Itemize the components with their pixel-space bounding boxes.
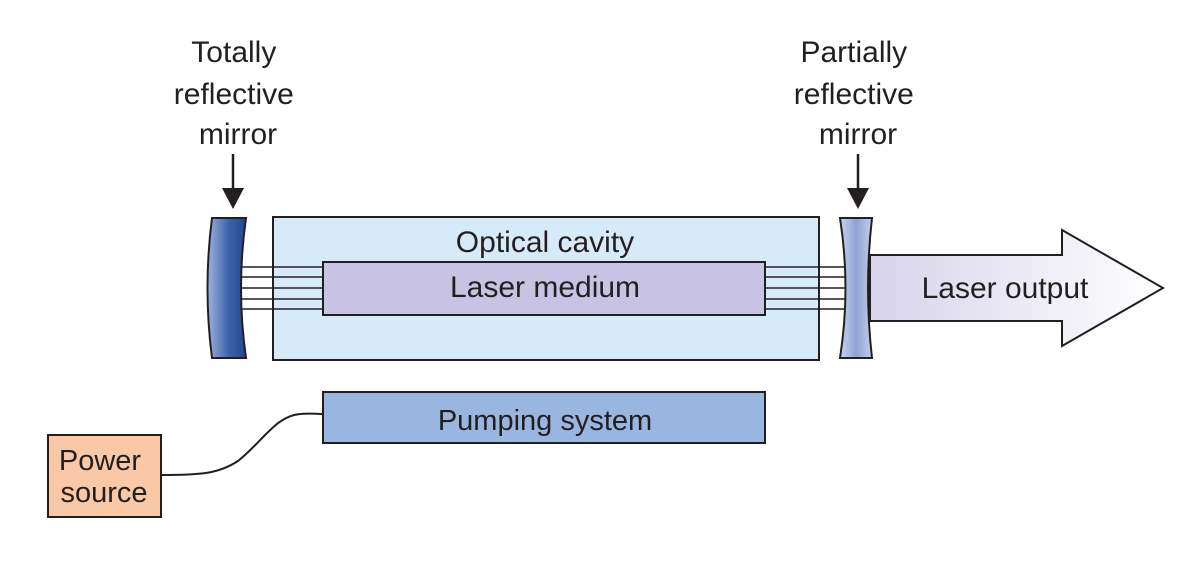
left-mirror-label-line-2: reflective: [174, 78, 294, 111]
laser-medium-box: [322, 261, 766, 316]
totally-reflective-mirror: [206, 217, 248, 359]
left-mirror-label-line-1: Totally: [191, 36, 276, 69]
laser-output-label: Laser output: [922, 272, 1089, 305]
left-mirror-pointer-arrow: [222, 154, 244, 209]
power-source-label-line-1: Power: [59, 445, 142, 477]
power-source-label-line-2: source: [60, 477, 147, 509]
power-source-label: Power source: [59, 445, 149, 509]
pumping-system-label: Pumping system: [438, 405, 652, 437]
power-source-box: [47, 434, 162, 518]
right-mirror-label-line-1: Partially: [800, 36, 907, 69]
right-mirror-label-line-2: reflective: [794, 78, 914, 111]
right-mirror-label: Partially reflective mirror: [794, 36, 922, 151]
left-mirror-label-line-3: mirror: [199, 118, 277, 151]
laser-output-arrow: [869, 228, 1166, 348]
partially-reflective-mirror: [838, 217, 874, 359]
right-mirror-label-line-3: mirror: [819, 118, 897, 151]
optical-cavity-label: Optical cavity: [456, 226, 634, 259]
left-mirror-label: Totally reflective mirror: [174, 36, 302, 151]
laser-medium-label: Laser medium: [450, 271, 640, 304]
right-mirror-pointer-arrow: [847, 154, 869, 209]
pumping-system-box: [322, 391, 766, 444]
power-cable: [160, 412, 324, 476]
